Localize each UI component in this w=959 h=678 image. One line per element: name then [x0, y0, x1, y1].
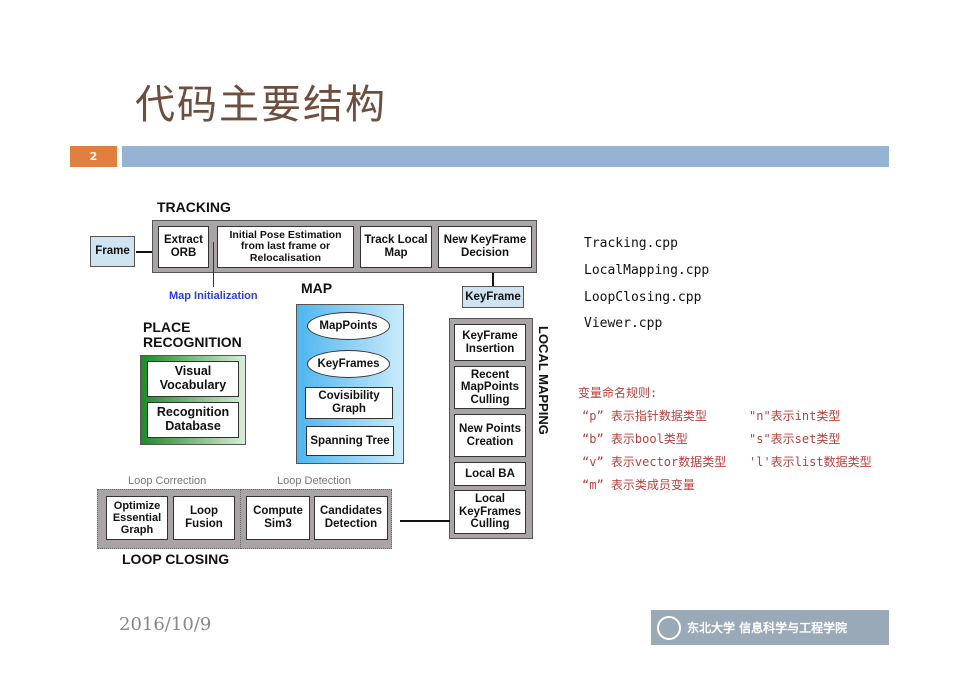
lm-recent-mappoints-culling: Recent MapPoints Culling	[454, 366, 526, 409]
lc-compute-sim3: Compute Sim3	[246, 496, 310, 540]
local-mapping-label: LOCAL MAPPING	[536, 326, 552, 435]
naming-rule: "s"表示set类型	[749, 432, 841, 446]
map-spanning-tree: Spanning Tree	[306, 426, 394, 456]
step-new-keyframe-decision: New KeyFrame Decision	[438, 226, 532, 268]
file-loopclosing: LoopClosing.cpp	[584, 290, 702, 305]
lm-local-ba: Local BA	[454, 462, 526, 486]
header-bar	[122, 146, 889, 167]
lc-candidates-detection: Candidates Detection	[314, 496, 388, 540]
naming-rule: “v” 表示vector数据类型	[582, 455, 727, 469]
recognition-database: Recognition Database	[147, 402, 239, 438]
map-keyframes: KeyFrames	[307, 350, 390, 378]
visual-vocabulary: Visual Vocabulary	[147, 361, 239, 397]
naming-rule: “m” 表示类成员变量	[582, 478, 695, 492]
seal-icon	[657, 615, 681, 640]
map-mappoints: MapPoints	[307, 312, 390, 340]
file-localmapping: LocalMapping.cpp	[584, 263, 710, 278]
step-track-local-map: Track Local Map	[360, 226, 432, 268]
slide-date: 2016/10/9	[119, 614, 212, 635]
page-number: 2	[70, 146, 117, 167]
lc-loop-fusion: Loop Fusion	[173, 496, 235, 540]
keyframe-box: KeyFrame	[462, 286, 524, 308]
file-list: Tracking.cpp LocalMapping.cpp LoopClosin…	[584, 236, 784, 336]
loop-correction-label: Loop Correction	[128, 475, 207, 487]
lm-keyframe-insertion: KeyFrame Insertion	[454, 324, 526, 361]
step-extract-orb: Extract ORB	[158, 226, 209, 268]
naming-rule: "n"表示int类型	[749, 409, 841, 423]
tracking-label: TRACKING	[157, 199, 231, 215]
place-recognition-label: PLACE RECOGNITION	[143, 319, 242, 351]
step-initial-pose: Initial Pose Estimation from last frame …	[217, 226, 354, 268]
arrow-icon	[136, 251, 152, 253]
loop-detection-label: Loop Detection	[277, 475, 351, 487]
orb-slam-diagram: TRACKING Frame Extract ORB Initial Pose …	[70, 190, 560, 570]
naming-rule: 'l'表示list数据类型	[749, 455, 872, 469]
naming-rule: “b” 表示bool类型	[582, 432, 688, 446]
lc-optimize-essential-graph: Optimize Essential Graph	[106, 496, 168, 540]
naming-title: 变量命名规则:	[578, 386, 658, 400]
file-tracking: Tracking.cpp	[584, 236, 678, 251]
map-init-arrow	[213, 242, 214, 287]
slide-title: 代码主要结构	[135, 82, 387, 128]
file-viewer: Viewer.cpp	[584, 316, 663, 331]
frame-box: Frame	[90, 236, 135, 267]
map-label: MAP	[301, 280, 333, 296]
university-logo: 东北大学 信息科学与工程学院	[651, 610, 889, 645]
arrow-icon	[400, 520, 450, 522]
naming-rule: “p” 表示指针数据类型	[582, 409, 707, 423]
loop-closing-label: LOOP CLOSING	[122, 551, 230, 567]
connector-line	[492, 273, 494, 287]
map-covisibility-graph: Covisibility Graph	[305, 387, 393, 419]
logo-text: 东北大学 信息科学与工程学院	[687, 621, 848, 635]
lm-new-points-creation: New Points Creation	[454, 414, 526, 457]
lm-local-keyframes-culling: Local KeyFrames Culling	[454, 490, 526, 534]
map-initialization-label: Map Initialization	[169, 290, 258, 302]
